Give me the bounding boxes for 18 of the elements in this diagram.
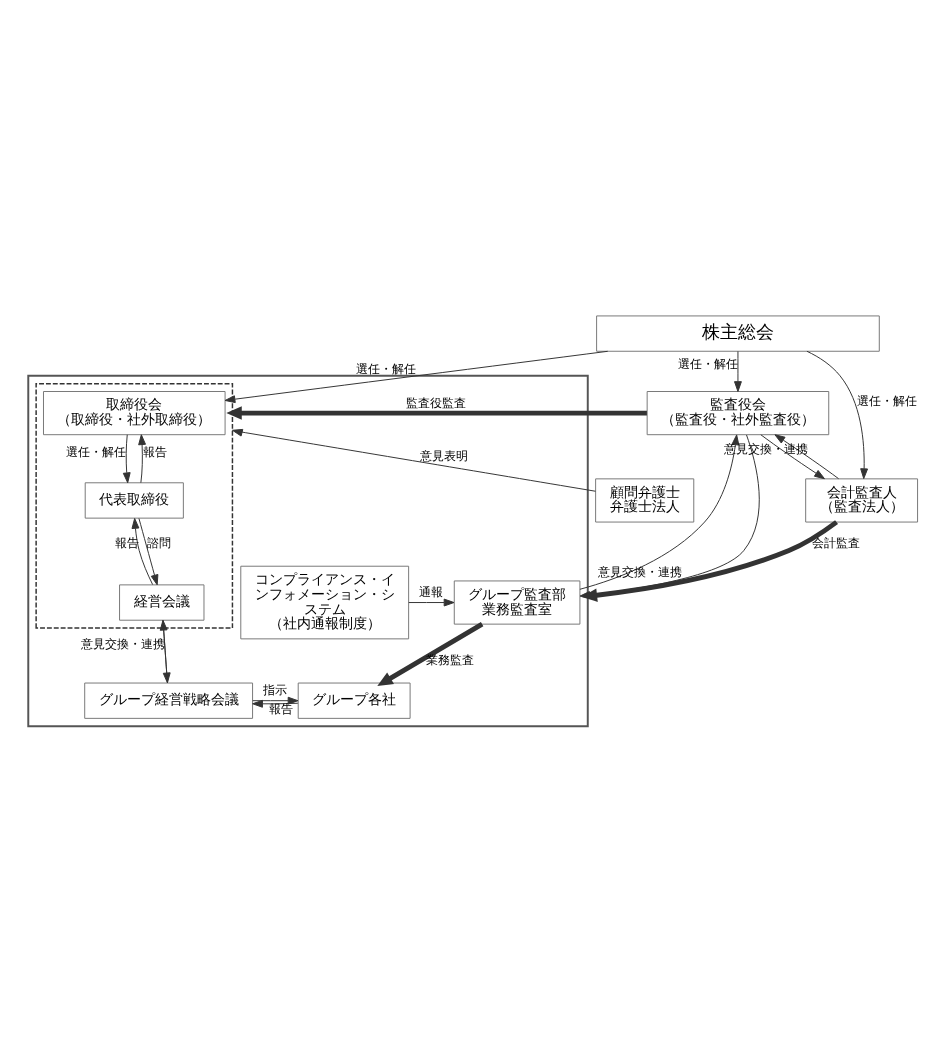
arrow bbox=[760, 434, 825, 480]
arrow bbox=[806, 350, 869, 480]
arrow bbox=[122, 434, 131, 484]
arrow bbox=[131, 518, 154, 586]
arrow bbox=[224, 350, 609, 404]
node-box: 株主総会 bbox=[596, 315, 880, 352]
arrow bbox=[579, 434, 740, 590]
arrow bbox=[226, 406, 647, 420]
arrow bbox=[252, 696, 299, 705]
arrow bbox=[734, 350, 742, 392]
arrow bbox=[774, 434, 840, 480]
arrow bbox=[252, 699, 299, 708]
arrow bbox=[159, 619, 168, 684]
arrow bbox=[408, 598, 455, 607]
arrow bbox=[231, 428, 596, 492]
arrow bbox=[138, 517, 159, 586]
arrow bbox=[377, 622, 484, 687]
arrow bbox=[138, 434, 146, 484]
